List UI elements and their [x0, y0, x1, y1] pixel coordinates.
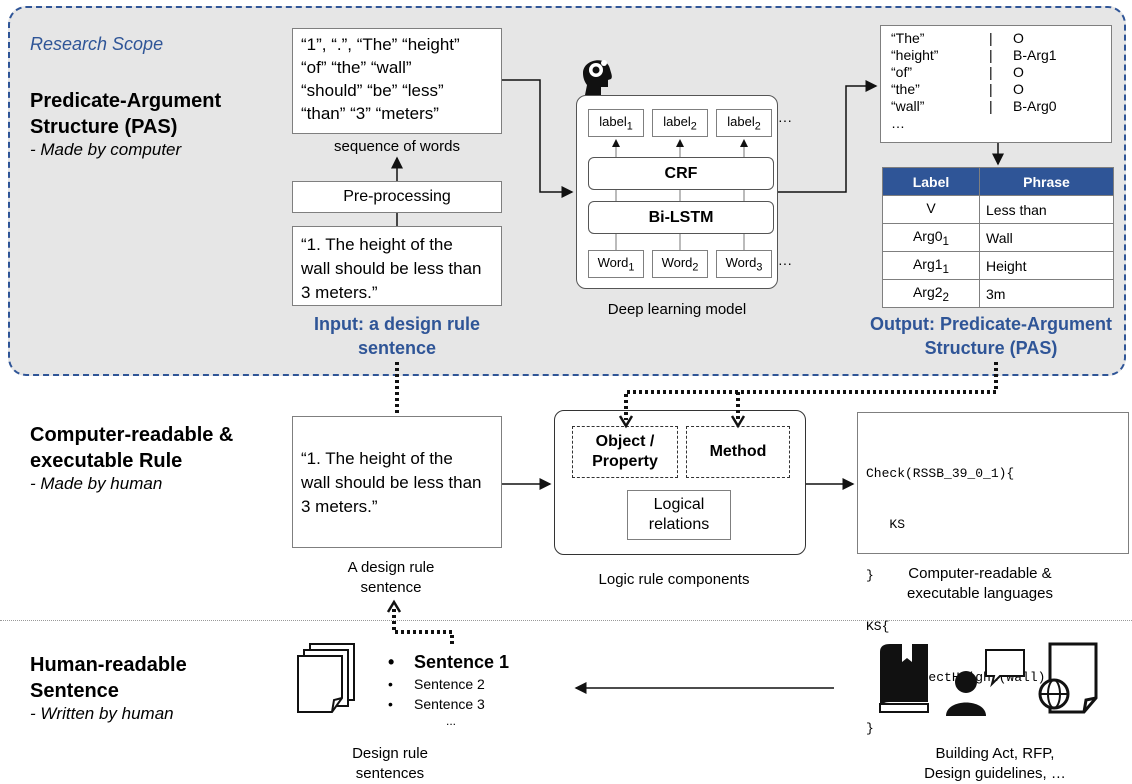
code-line: KS{ [866, 619, 890, 634]
research-scope-title: Research Scope [30, 34, 164, 54]
word-line: “than” “3” “meters” [301, 104, 439, 123]
rule-line: wall should be less than [301, 473, 482, 492]
label-ellipsis: ··· [778, 112, 792, 128]
rule-caption-line2: sentence [360, 579, 422, 596]
pas-label-cell: Arg11 [882, 251, 980, 280]
sentences-caption-line2: sentences [355, 765, 425, 782]
input-line: wall should be less than [301, 259, 482, 278]
sources-caption-line2: Design guidelines, … [924, 765, 1066, 782]
code-caption-line2: executable languages [907, 585, 1053, 602]
pas-section-heading: Predicate-Argument Structure (PAS) - Mad… [30, 88, 221, 160]
word-sequence-box: “1”, “.”, “The” “height” “of” “the” “wal… [292, 28, 502, 134]
token-row: “the”|O [891, 81, 1024, 97]
token-more: … [891, 115, 905, 131]
token-row: “of”|O [891, 64, 1024, 80]
logical-relations-component: Logical relations [627, 490, 731, 540]
code-caption: Computer-readable & executable languages [870, 564, 1090, 604]
rule-section-title-line1: Computer-readable & [30, 424, 234, 446]
input-caption: Input: a design rule sentence [272, 312, 522, 360]
word-ellipsis: ··· [778, 255, 792, 271]
preprocessing-box: Pre-processing [292, 181, 502, 213]
code-line: } [866, 568, 874, 583]
rule-caption-line1: A design rule [347, 559, 435, 576]
bilstm-layer: Bi-LSTM [588, 201, 774, 234]
sentences-caption-line1: Design rule [352, 745, 428, 762]
web-document-icon [1036, 642, 1104, 714]
book-icon [874, 642, 932, 714]
code-box: Check(RSSB_39_0_1){ KS } KS{ getObjectHe… [857, 412, 1129, 736]
list-item: •Sentence 3 [388, 696, 485, 712]
output-caption-line1: Output: Predicate-Argument [869, 314, 1112, 334]
rule-section-subtitle: - Made by human [30, 474, 163, 493]
rule-line: “1. The height of the [301, 449, 453, 468]
pas-table-header: Label Phrase [882, 167, 1114, 196]
code-line: } [866, 721, 874, 736]
human-section-heading: Human-readable Sentence - Written by hum… [30, 652, 187, 724]
human-section-title-line1: Human-readable [30, 654, 187, 676]
word-line: “1”, “.”, “The” “height” [301, 35, 460, 54]
sentence-list: •Sentence 1 •Sentence 2 •Sentence 3 ... [388, 650, 509, 728]
object-property-component: Object / Property [572, 426, 678, 478]
model-caption: Deep learning model [607, 301, 747, 318]
table-row: V Less than [882, 195, 1114, 224]
pas-section-subtitle: - Made by computer [30, 140, 182, 159]
output-token-list: “The”|O “height”|B-Arg1 “of”|O “the”|O “… [880, 25, 1112, 143]
word-cell: Word2 [652, 250, 708, 278]
sentences-caption: Design rule sentences [300, 744, 480, 784]
property-label: Property [592, 453, 658, 470]
relations-line2: relations [648, 516, 710, 533]
brain-gear-icon [577, 53, 615, 97]
pas-label-cell: V [882, 195, 980, 224]
label-cell: label1 [588, 109, 644, 137]
logic-caption: Logic rule components [598, 571, 750, 588]
word-cell: Word1 [588, 250, 644, 278]
crf-layer: CRF [588, 157, 774, 190]
word-cell: Word3 [716, 250, 772, 278]
rule-section-title-line2: executable Rule [30, 450, 183, 472]
pas-table: Label Phrase V Less than Arg01 Wall Arg1… [882, 167, 1114, 308]
input-sentence-box: “1. The height of the wall should be les… [292, 226, 502, 306]
output-caption: Output: Predicate-Argument Structure (PA… [856, 312, 1126, 360]
list-item: •Sentence 1 [388, 652, 510, 672]
list-item: •Sentence 2 [388, 676, 485, 692]
method-component: Method [686, 426, 790, 478]
code-caption-line1: Computer-readable & [908, 565, 1052, 582]
object-label: Object / [595, 433, 655, 450]
list-item: ... [446, 714, 457, 728]
word-line: “of” “the” “wall” [301, 58, 412, 77]
input-line: “1. The height of the [301, 235, 453, 254]
token-row: “wall”|B-Arg0 [891, 98, 1057, 114]
pas-label-cell: Arg01 [882, 223, 980, 252]
code-line: KS [866, 517, 906, 532]
human-section-title-line2: Sentence [30, 680, 119, 702]
pas-section-title-line1: Predicate-Argument [30, 90, 222, 112]
output-caption-line2: Structure (PAS) [924, 338, 1058, 358]
label-cell: label2 [652, 109, 708, 137]
rule-sentence-box: “1. The height of the wall should be les… [292, 416, 502, 548]
pas-section-title-line2: Structure (PAS) [30, 116, 178, 138]
label-cell: label2 [716, 109, 772, 137]
pas-phrase-cell: 3m [979, 279, 1114, 308]
token-row: “The”|O [891, 30, 1024, 46]
word-line: “should” “be” “less” [301, 81, 444, 100]
input-caption-line2: sentence [357, 338, 437, 358]
person-speech-icon [944, 646, 1028, 716]
human-section-subtitle: - Written by human [30, 704, 174, 723]
sources-caption: Building Act, RFP, Design guidelines, … [880, 744, 1110, 784]
section-divider [0, 620, 1132, 621]
input-line: 3 meters.” [301, 283, 378, 302]
code-line: Check(RSSB_39_0_1){ [866, 466, 1015, 481]
pas-header-phrase: Phrase [979, 167, 1114, 196]
relations-line1: Logical [653, 496, 705, 513]
document-stack-icon [296, 642, 358, 714]
token-row: “height”|B-Arg1 [891, 47, 1057, 63]
rule-line: 3 meters.” [301, 497, 378, 516]
rule-section-heading: Computer-readable & executable Rule - Ma… [30, 422, 233, 494]
sources-caption-line1: Building Act, RFP, [935, 745, 1055, 762]
rule-sentence-caption: A design rule sentence [292, 558, 490, 598]
table-row: Arg22 3m [882, 279, 1114, 308]
input-caption-line1: Input: a design rule [313, 314, 480, 334]
word-sequence-caption: sequence of words [334, 138, 460, 155]
